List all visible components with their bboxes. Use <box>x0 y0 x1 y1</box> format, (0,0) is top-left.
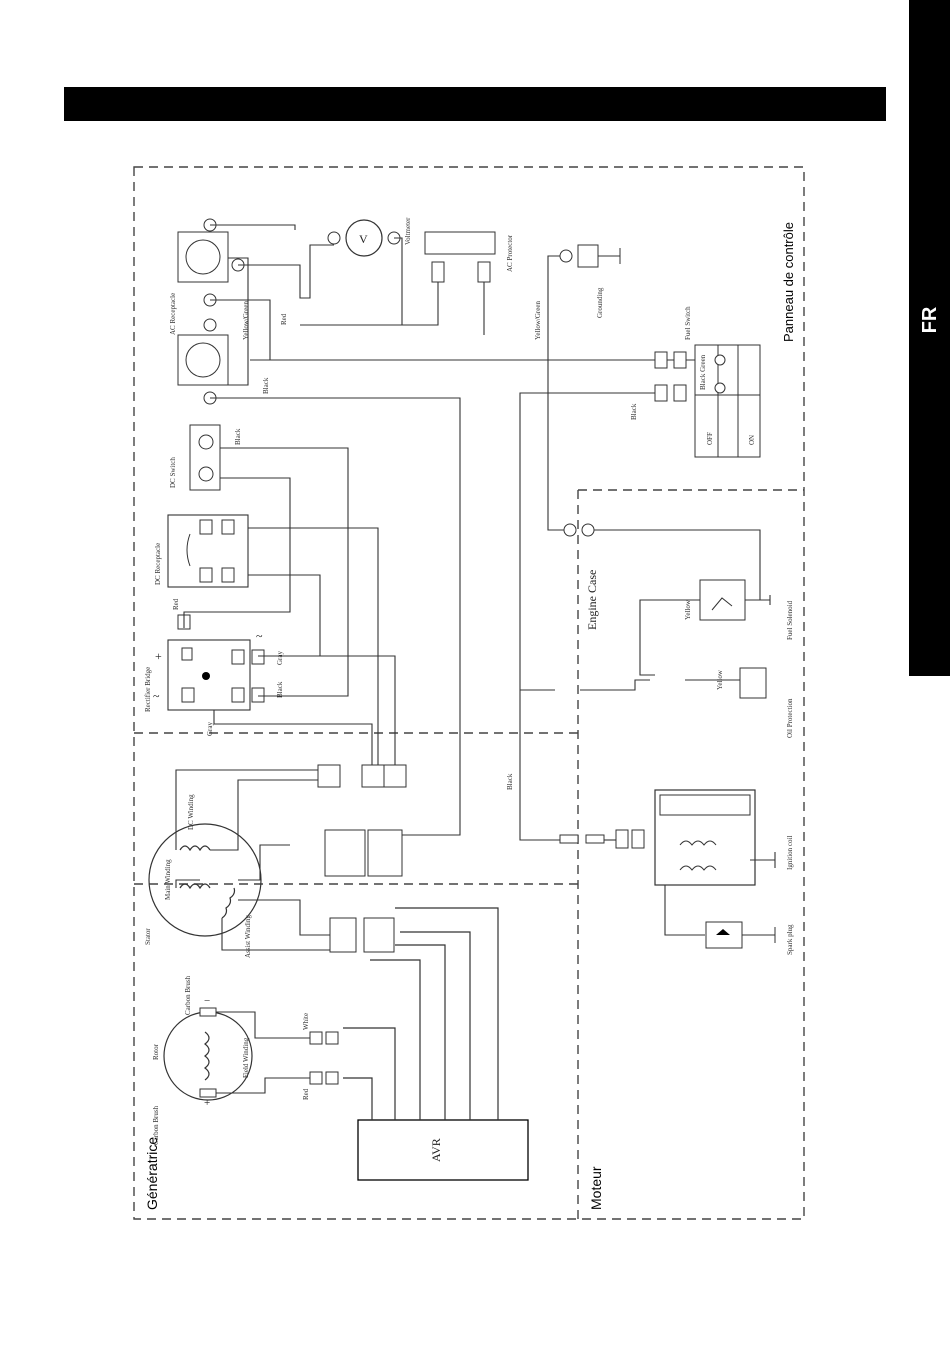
rectifier-terminals <box>177 614 265 703</box>
section-frames <box>133 166 805 1220</box>
oil-protection-label: Oil Protection <box>786 698 794 738</box>
stator-label: Stator <box>144 928 152 945</box>
brush-top <box>199 1007 217 1017</box>
main-winding-coil <box>179 883 211 890</box>
outer-frame <box>133 166 805 1220</box>
avr-label: AVR <box>429 1138 443 1162</box>
carbon-brush-top-label: Carbon Brush <box>184 975 192 1015</box>
rectifier-black-label: Black <box>276 681 284 698</box>
solenoid-yellow-label: Yellow <box>684 599 692 620</box>
ac-receptacle-label: AC Receptacle <box>169 293 177 335</box>
stator-wires <box>175 769 330 951</box>
section-engine-label: Moteur <box>588 1166 604 1210</box>
voltmeter-label: Voltmeter <box>404 217 412 245</box>
minus-symbol: − <box>204 995 210 1007</box>
fuel-switch-wires <box>519 392 655 841</box>
stator-connectors <box>317 764 407 953</box>
assist-winding-coil <box>221 887 236 919</box>
engine-case-wires <box>594 529 761 600</box>
ac-receptacle-1 <box>177 318 229 405</box>
rotor-label: Rotor <box>152 1043 160 1060</box>
rectifier-tilde: ~ <box>153 689 160 703</box>
solenoid-wires <box>639 595 771 676</box>
ac-protector-box <box>424 231 496 255</box>
fuel-solenoid-box <box>699 579 746 621</box>
dc-receptacle-symbol <box>186 533 191 567</box>
spark-plug-label: Spark plug <box>786 924 794 955</box>
language-tab <box>909 0 950 676</box>
avr-box <box>357 1119 529 1181</box>
switch-off-label: OFF <box>706 432 714 445</box>
dc-receptacle-label: DC Receptacle <box>154 543 162 585</box>
ac-receptacle-2 <box>177 218 245 307</box>
dc-receptacle-terminals <box>199 519 235 583</box>
grounding-box <box>577 244 599 268</box>
field-winding-label: Field Winding <box>242 1037 250 1078</box>
ac-yellow-green-label: Yellow/Green <box>242 301 250 340</box>
section-generator-label: Génératrice <box>144 1137 160 1210</box>
voltmeter-symbol: V <box>359 232 368 246</box>
wire-red-label: Red <box>302 1088 310 1100</box>
dc-switch-knob-1 <box>198 434 214 450</box>
rectifier-gray-label: Gray <box>276 651 284 665</box>
engine-case-label: Engine Case <box>585 570 599 630</box>
dc-switch-knob-2 <box>198 466 214 482</box>
field-winding-coil <box>204 1031 210 1081</box>
switch-black-green-label: Black Green <box>699 354 707 390</box>
rectifier-tilde-2: ~ <box>256 629 263 643</box>
dc-winding-label: DC Winding <box>187 794 195 830</box>
stator-circle <box>148 823 262 937</box>
ac-protector-label: AC Protector <box>506 234 514 272</box>
oil-wires <box>520 679 740 691</box>
ac-wiring <box>210 224 700 836</box>
plus-symbol: + <box>204 1097 210 1109</box>
oil-protection-box <box>739 667 767 699</box>
engine-black-label: Black <box>506 773 514 790</box>
dc-switch-label: DC Switch <box>169 457 177 488</box>
ignition-coil-label: Ignition coil <box>786 836 794 870</box>
rectifier-plus: + <box>155 649 162 663</box>
grounding-label: Grounding <box>596 287 604 318</box>
rotor-wires <box>216 1011 310 1094</box>
fuel-solenoid-label: Fuel Solenoid <box>786 600 794 640</box>
fuel-switch-box <box>694 344 761 458</box>
avr-leads <box>343 907 499 1120</box>
section-control-panel-label: Panneau de contrôle <box>781 222 796 342</box>
switch-on-label: ON <box>748 435 756 445</box>
ignition-wires <box>604 839 776 936</box>
assist-winding-label: Assist Winding <box>244 915 252 958</box>
carbon-brush-bottom-label: Carbon Brush <box>152 1105 160 1145</box>
grounding-yellow-green-label: Yellow/Green <box>534 301 542 340</box>
rotor-connectors <box>309 1031 339 1085</box>
voltmeter-circle <box>345 219 383 257</box>
rectifier-red-label: Red <box>172 598 180 610</box>
ac-black-label: Black <box>262 377 270 394</box>
dc-switch-black-label: Black <box>234 428 242 445</box>
header-banner <box>64 87 886 121</box>
rectifier-wires <box>183 447 396 765</box>
fuel-switch-black-label: Black <box>630 403 638 420</box>
rectifier-label: Rectifier Bridge <box>144 667 152 712</box>
brush-bottom <box>199 1088 217 1098</box>
rectifier-gray-2-label: Gray <box>206 722 214 736</box>
main-winding-label: Main Winding <box>164 859 172 900</box>
ignition-connectors <box>559 829 645 849</box>
ac-red-label: Red <box>280 313 288 325</box>
fuel-switch-label: Fuel Switch <box>684 306 692 340</box>
wire-white-label: White <box>302 1013 310 1030</box>
rotor-circle <box>163 1011 253 1101</box>
dc-winding-coil <box>179 845 211 852</box>
